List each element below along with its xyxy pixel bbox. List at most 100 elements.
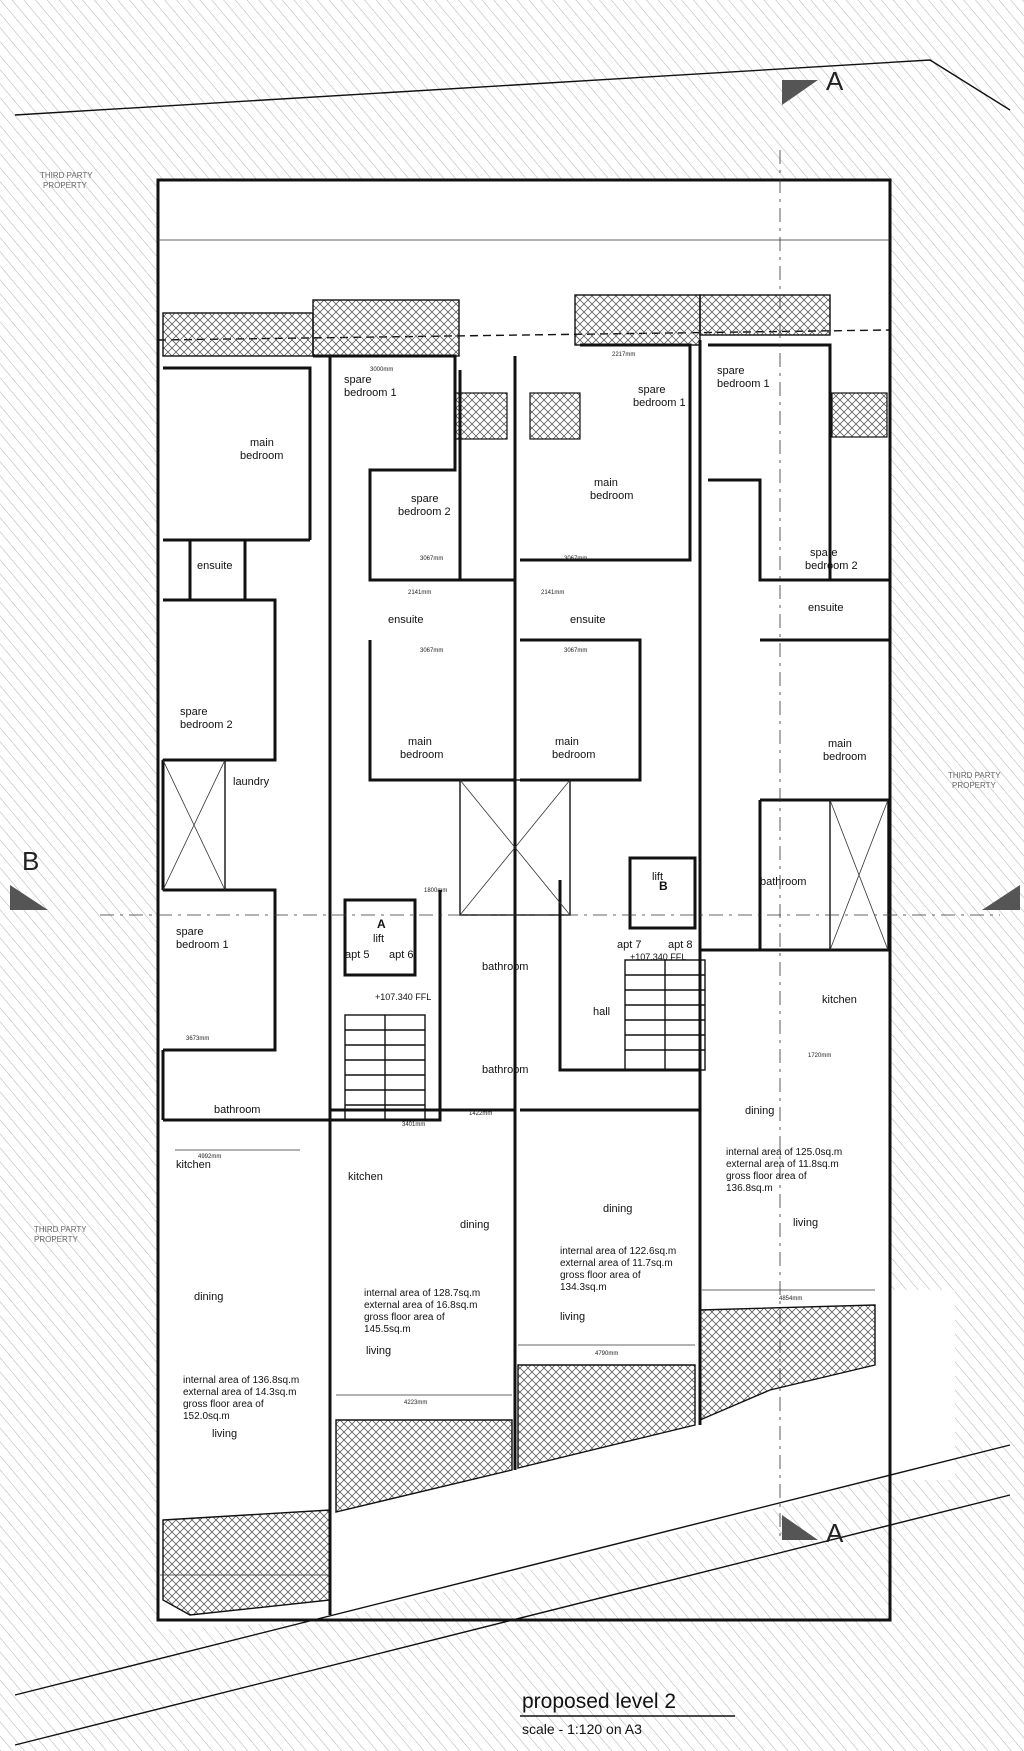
apt6-walls [313,354,515,1122]
lift-a-label: lift [373,933,384,945]
apt8-spare2-label: spare [810,547,838,559]
svg-text:4992mm: 4992mm [198,1154,221,1160]
drawing-title: proposed level 2 [522,1690,676,1713]
apt6-living-label: living [366,1345,391,1357]
apt7-walls [520,343,700,1112]
drawing-scale: scale - 1:120 on A3 [522,1721,642,1737]
apt5-bathroom-label: bathroom [214,1104,260,1116]
section-a-bottom-letter: A [826,1518,844,1548]
dimension-texts: 3000mm 3067mm 3067mm 3067mm 3067mm 2141m… [186,352,831,1406]
building-footprint [158,180,955,1630]
section-b-right-marker [982,885,1020,910]
section-b-left-marker [10,885,48,910]
apt5-dining-label: dining [194,1291,223,1303]
svg-text:134.3sq.m: 134.3sq.m [560,1282,607,1293]
apt8-area-block: internal area of 125.0sq.m external area… [726,1147,842,1194]
apt5-spare2-label: spare [180,706,208,718]
apt5-kitchen-label: kitchen [176,1159,211,1171]
svg-text:gross floor area of: gross floor area of [560,1270,641,1281]
svg-text:internal area of 136.8sq.m: internal area of 136.8sq.m [183,1375,299,1386]
section-b-left-letter: B [22,846,39,876]
apt7-bedroom-label: bedroom [590,490,633,502]
apt5-laundry-label: laundry [233,776,270,788]
svg-text:1800mm: 1800mm [424,888,447,894]
apt7-spare1-label: spare [638,384,666,396]
svg-text:internal area of 122.6sq.m: internal area of 122.6sq.m [560,1246,676,1257]
apt6-main-label: main [408,736,432,748]
apt8-spare2-num: bedroom 2 [805,560,858,572]
apt7-hall-label: hall [593,1006,610,1018]
svg-text:3067mm: 3067mm [564,648,587,654]
svg-text:152.0sq.m: 152.0sq.m [183,1411,230,1422]
apt6-spare1-label: spare [344,374,372,386]
lift-b-letter: B [659,879,668,893]
svg-text:2217mm: 2217mm [612,352,635,358]
third-party-label-2: THIRD PARTY [34,1225,87,1234]
apt7-entry-label: apt 7 [617,939,641,951]
balcony-side-1 [454,392,508,440]
balcony-rear-2 [312,299,460,357]
apt6-entry-label: apt 6 [389,949,413,961]
ffl-right: +107.340 FFL [630,952,686,962]
svg-text:3000mm: 3000mm [370,367,393,373]
svg-text:gross floor area of: gross floor area of [726,1171,807,1182]
ffl-left: +107.340 FFL [375,992,431,1002]
apt6-spare1-num: bedroom 1 [344,387,397,399]
light-well-left [162,759,226,891]
svg-text:gross floor area of: gross floor area of [364,1312,445,1323]
third-party-label-1: THIRD PARTY [40,171,93,180]
svg-text:3401mm: 3401mm [402,1122,425,1128]
svg-text:3067mm: 3067mm [564,556,587,562]
svg-text:2141mm: 2141mm [541,590,564,596]
svg-text:3067mm: 3067mm [420,648,443,654]
svg-text:3673mm: 3673mm [186,1036,209,1042]
lift-b-label: lift [652,871,663,883]
stair-a [344,1014,426,1121]
lift-a-letter: A [377,917,386,931]
apt8-walls [700,343,892,952]
balcony-side-3 [831,392,888,438]
stair-b [624,959,706,1071]
lift-b-shaft [628,856,697,930]
lift-a-shaft [343,898,417,977]
apt7-main-label: main [594,477,618,489]
apt8-ensuite-label: ensuite [808,602,843,614]
apt6-spare2-num: bedroom 2 [398,506,451,518]
svg-text:internal area of 125.0sq.m: internal area of 125.0sq.m [726,1147,842,1158]
svg-text:gross floor area of: gross floor area of [183,1399,264,1410]
svg-text:136.8sq.m: 136.8sq.m [726,1183,773,1194]
apt6-area-block: internal area of 128.7sq.m external area… [364,1288,480,1335]
section-a-bottom-marker [782,1515,818,1540]
apt7-bathroom-label: bathroom [482,961,528,973]
svg-text:1422mm: 1422mm [469,1111,492,1117]
apt7-bedroom2-label: bedroom [552,749,595,761]
svg-text:external area of 14.3sq.m: external area of 14.3sq.m [183,1387,296,1398]
apt5-living-label: living [212,1428,237,1440]
terrace-front-1 [162,1509,331,1616]
front-boundary [14,1444,1011,1696]
svg-text:4223mm: 4223mm [404,1400,427,1406]
svg-text:3067mm: 3067mm [420,556,443,562]
apt6-dining-label: dining [460,1219,489,1231]
terrace-front-3 [517,1364,696,1469]
balcony-side-2 [529,392,581,440]
third-party-label-3: THIRD PARTY [948,771,1001,780]
section-a-top-letter: A [826,66,844,96]
svg-text:145.5sq.m: 145.5sq.m [364,1324,411,1335]
apt5-ensuite-label: ensuite [197,560,232,572]
section-a-top-marker [782,80,818,105]
apt8-kitchen-label: kitchen [822,994,857,1006]
apt5-main-label: main [250,437,274,449]
dimension-lines [158,239,890,1576]
svg-text:2141mm: 2141mm [408,590,431,596]
apt5-spare1-num: bedroom 1 [176,939,229,951]
svg-text:external area of 11.7sq.m: external area of 11.7sq.m [560,1258,673,1269]
apt6-spare2-label: spare [411,493,439,505]
apt8-bedroom-label: bedroom [823,751,866,763]
apt5-entry-label: apt 5 [345,949,369,961]
terrace-front-2 [335,1419,513,1513]
apt6-bathroom-label: bathroom [482,1064,528,1076]
svg-text:external area of 11.8sq.m: external area of 11.8sq.m [726,1159,839,1170]
apt6-ensuite-label: ensuite [388,614,423,626]
